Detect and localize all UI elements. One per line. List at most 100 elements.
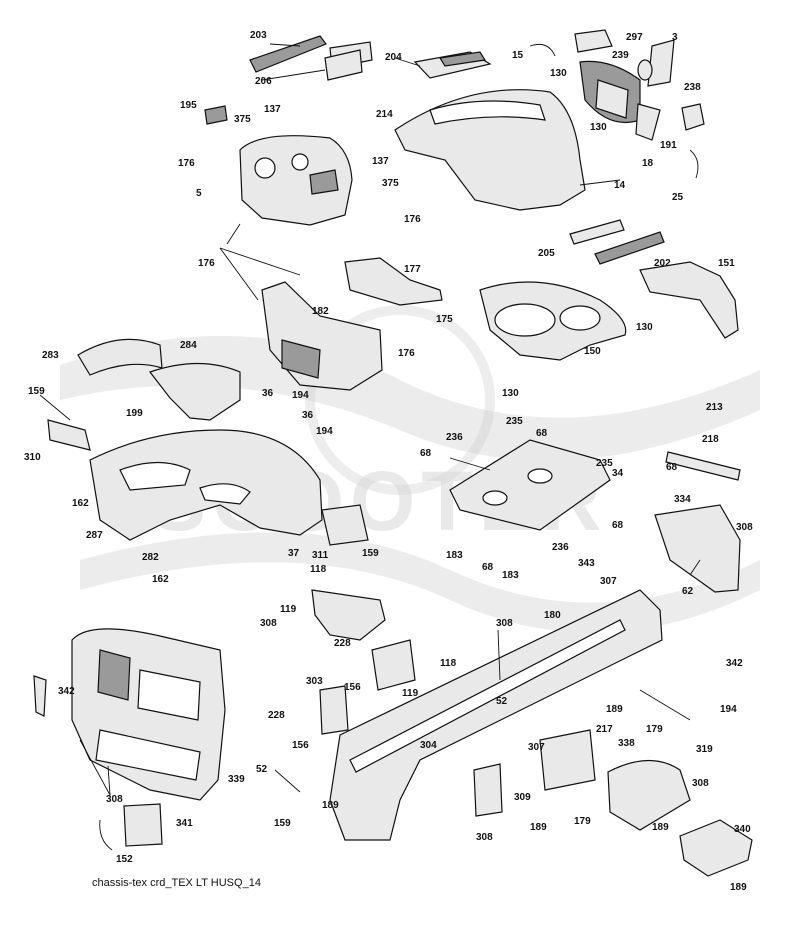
callout-282: 282 [142,552,159,563]
callout-183: 183 [502,570,519,581]
part-307-shield [311,589,386,641]
callout-204: 204 [385,52,402,63]
callout-15: 15 [512,50,524,61]
callout-191: 191 [660,140,677,151]
callout-375: 375 [234,114,251,125]
callout-36: 36 [262,388,274,399]
part-152-plate [679,819,753,877]
callout-152: 189 [730,882,747,893]
callout-176: 176 [178,158,195,169]
callout-68: 68 [420,448,432,459]
part-284-seat-plate [149,362,241,421]
callout-238: 238 [684,82,701,93]
part-334-rail [654,504,741,593]
callout-3: 3 [672,32,678,43]
part-25-clip [689,149,699,179]
callout-203: 203 [250,30,267,41]
callout-308: 118 [310,564,327,575]
callout-199: 199 [126,408,143,419]
callout-228: 118 [440,658,457,669]
callout-236: 236 [552,542,569,553]
callout-307: 338 [618,738,635,749]
callout-14: 14 [614,180,626,191]
callout-52: 319 [696,744,713,755]
callout-137: 137 [372,156,389,167]
part-151-bracket [639,261,739,339]
callout-68: 68 [666,462,678,473]
callout-162: 162 [152,574,169,585]
callout-308: 308 [260,618,277,629]
callout-213: 213 [706,402,723,413]
part-182-dash-lower [261,281,383,391]
part-217-rod [639,689,691,721]
part-15-rod [529,43,556,57]
callout-341: 152 [116,854,133,865]
callout-334: 334 [674,494,691,505]
callout-labels: 203 297 3 15 206 204 239 130 238 195 137… [24,30,753,893]
part-206-panel [324,49,363,81]
diagram-caption: chassis-tex crd_TEX LT HUSQ_14 [92,877,261,889]
callout-297: 297 [626,32,643,43]
part-3-knob [647,39,675,87]
part-307-shield-right [607,759,691,831]
callout-235: 235 [596,458,613,469]
callout-34: 34 [612,468,624,479]
callout-156: 119 [402,688,419,699]
callout-150: 150 [584,346,601,357]
callout-189: 340 [734,824,751,835]
callout-130: 130 [502,388,519,399]
callout-375: 375 [382,178,399,189]
callout-308: 179 [574,816,591,827]
callout-228: 217 [596,724,613,735]
part-310-bracket [47,419,91,451]
callout-339: 189 [322,800,339,811]
callout-25: 25 [672,192,684,203]
callout-176: 176 [198,258,215,269]
callout-338: 52 [256,764,268,775]
part-238-dash-panel [579,60,641,124]
callout-284: 284 [180,340,197,351]
callout-189: 308 [692,778,709,789]
callout-151: 151 [718,258,735,269]
callout-218: 218 [702,434,719,445]
callout-214: 214 [376,109,393,120]
part-34-seat-plate [449,439,611,531]
part-180-main-frame [329,589,663,841]
callout-68: 68 [482,562,494,573]
callout-18: 18 [642,158,654,169]
callout-118: 307 [600,576,617,587]
callout-340: 341 [176,818,193,829]
part-319-bracket [33,675,47,717]
callout-156: 304 [420,740,437,751]
part-341-rod [99,819,113,851]
part-213-plate [665,451,741,481]
callout-118: 342 [726,658,743,669]
part-297-cap [574,29,613,53]
part-195-block [204,105,228,125]
part-204-vent [413,51,492,79]
callout-179: 159 [274,818,291,829]
part-339-arm [274,769,301,793]
callout-159: 159 [28,386,45,397]
callout-119: 180 [544,610,561,621]
callout-189: 228 [268,710,285,721]
callout-236: 236 [446,432,463,443]
callout-183: 183 [446,550,463,561]
callout-308: 228 [334,638,351,649]
callout-68: 68 [536,428,548,439]
callout-308: 308 [106,794,123,805]
callout-68: 68 [612,520,624,531]
callout-206: 206 [255,76,272,87]
callout-130: 130 [636,322,653,333]
callout-195: 195 [180,100,197,111]
part-205-strip [569,219,625,245]
callout-194: 194 [292,390,309,401]
callout-235: 235 [506,416,523,427]
callout-287: 287 [86,530,103,541]
callout-319: 342 [58,686,75,697]
callout-194: 52 [496,696,508,707]
callout-179: 156 [292,740,309,751]
callout-239: 239 [612,50,629,61]
callout-176: 176 [404,214,421,225]
